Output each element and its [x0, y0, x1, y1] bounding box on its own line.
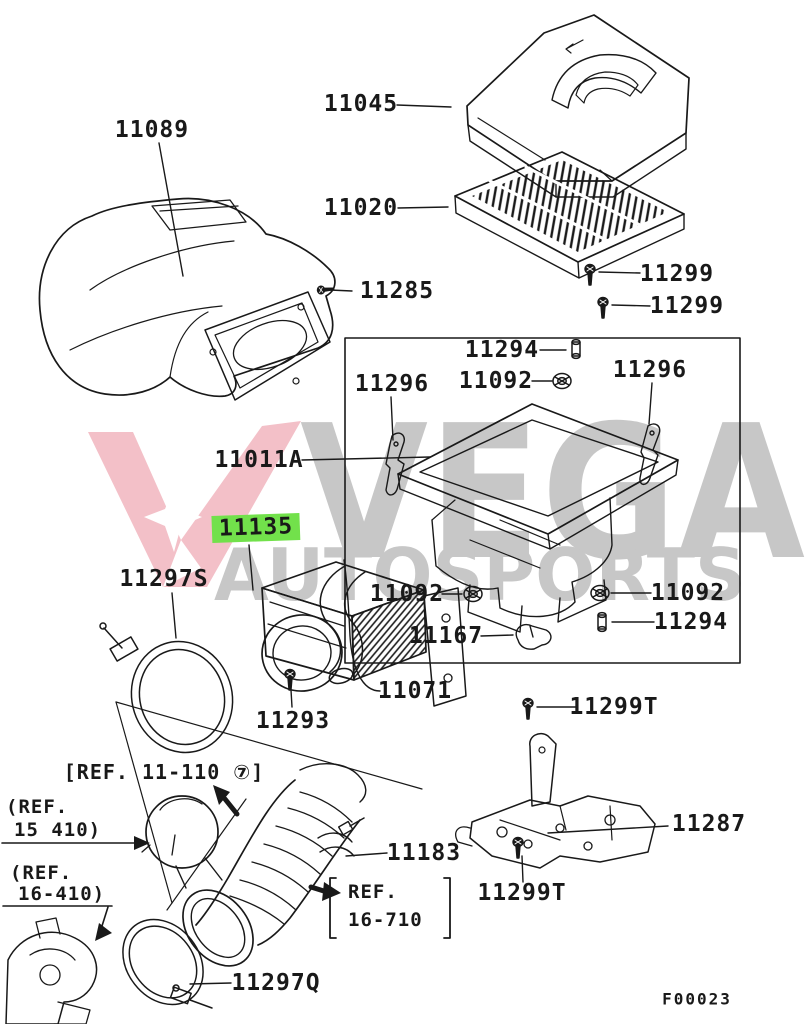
part-label-11299t-mid: 11299T: [569, 694, 659, 720]
ref-16-710-bracket: [329, 877, 451, 939]
part-label-11287: 11287: [671, 811, 747, 837]
watermark-subbrand: AUTOSPORTS: [214, 533, 746, 617]
part-label-11297q: 11297Q: [231, 970, 321, 996]
part-label-11297s: 11297S: [119, 566, 209, 592]
part-label-11011a: 11011A: [214, 447, 304, 473]
bracket-11287-drawing: [455, 732, 656, 869]
maf-sensor-drawing: [261, 561, 467, 707]
part-label-11092-top: 11092: [458, 368, 534, 394]
clamp-11297s-drawing: [99, 622, 234, 754]
part-label-11092-bottom-left: 11092: [369, 581, 445, 607]
ref-label-16-710-line1: REF.: [348, 881, 398, 903]
ref-label-16-410-line1: (REF.: [10, 862, 73, 884]
clamp-11183-drawing: [317, 817, 365, 857]
spacer-icon-11294-bottom: [597, 611, 607, 633]
part-label-11299-second: 11299: [649, 293, 725, 319]
clamp-11297q-drawing: [122, 918, 213, 1009]
air-cleaner-body-drawing: [397, 403, 679, 633]
ref-annotation-marks: [1, 785, 451, 941]
screw-icon-11299-second: [597, 296, 609, 319]
clip-icon-11167: [515, 623, 552, 650]
part-label-11296-right: 11296: [612, 357, 688, 383]
part-label-11293: 11293: [255, 708, 331, 734]
corrugated-hose-drawing: [141, 762, 367, 967]
part-label-11296-left: 11296: [354, 371, 430, 397]
part-label-11299t-bottom: 11299T: [477, 880, 567, 906]
ref-label-16-710-line2: 16-710: [348, 909, 423, 931]
watermark-text: VEGA AUTOSPORTS: [214, 385, 805, 617]
part-label-11167: 11167: [408, 623, 484, 649]
bracket-11296-right-drawing: [639, 423, 661, 486]
part-label-11089: 11089: [114, 117, 190, 143]
intake-duct-drawing: [38, 197, 336, 401]
label-leader-lines: [158, 104, 669, 985]
part-label-11294-top: 11294: [464, 337, 540, 363]
bracket-11296-left-drawing: [385, 432, 406, 496]
part-label-11299-top: 11299: [639, 261, 715, 287]
ref-label-15-410-line1: (REF.: [6, 796, 69, 818]
ref-label-16-410-line2: 16-410): [18, 883, 106, 905]
part-label-11092-bottom-right: 11092: [650, 580, 726, 606]
throttle-pipe-drawing: [5, 917, 98, 1024]
part-label-11071: 11071: [377, 678, 453, 704]
part-label-11294-bottom: 11294: [653, 609, 729, 635]
watermark-brand: VEGA: [300, 385, 805, 601]
ref-label-15-410-line2: 15 410): [14, 819, 102, 841]
part-label-11285: 11285: [359, 278, 435, 304]
air-hose-11071-drawing: [319, 565, 366, 685]
red-v-logo: [88, 421, 301, 587]
spacer-icon-11294-top: [571, 338, 581, 360]
inner-detail-box: [344, 337, 741, 664]
part-label-11020: 11020: [323, 195, 399, 221]
alignment-leader-lines: [115, 701, 423, 911]
air-filter-element-drawing: [454, 151, 685, 279]
part-label-11135-highlighted: 11135: [211, 512, 301, 544]
drawing-number: F00023: [662, 989, 732, 1009]
part-label-11183: 11183: [386, 840, 462, 866]
screw-icon-11299t-mid: [522, 697, 534, 720]
part-label-11045: 11045: [323, 91, 399, 117]
ref-label-11-110: [REF. 11-110 ⑦]: [63, 760, 265, 784]
screw-icon-11299t-bottom: [512, 836, 524, 859]
